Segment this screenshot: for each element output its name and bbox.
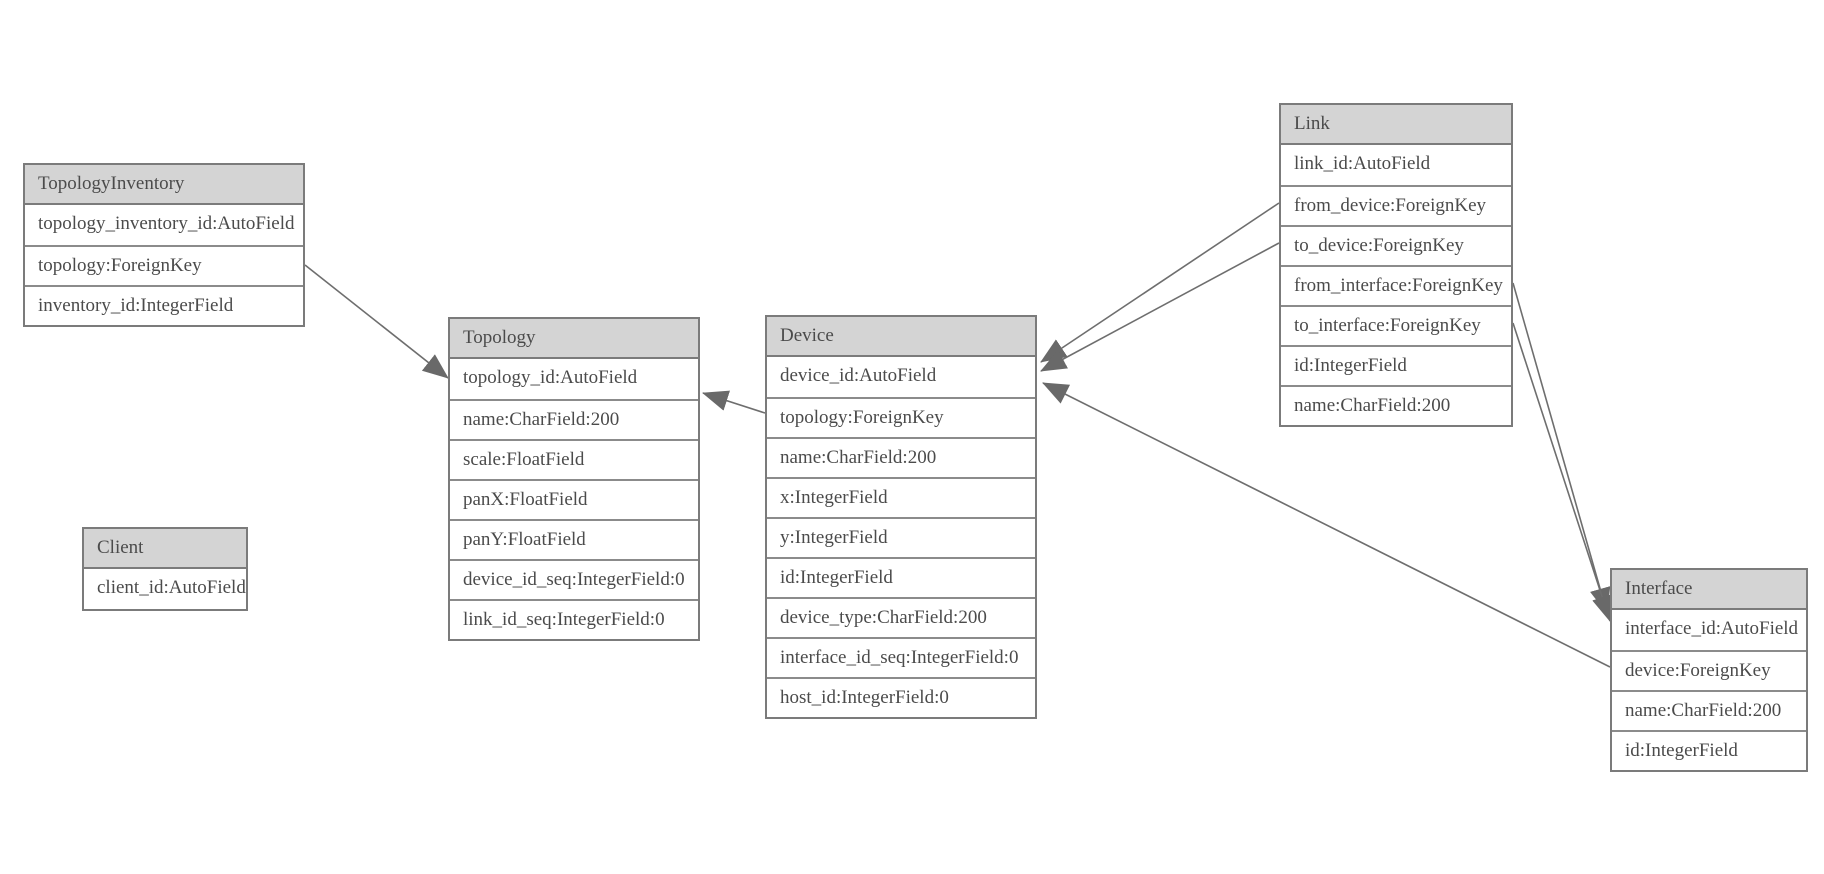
entity-link-title: Link	[1281, 105, 1511, 145]
entity-topology-field-5: device_id_seq:IntegerField:0	[450, 559, 698, 599]
entity-topology-inventory-title: TopologyInventory	[25, 165, 303, 205]
entity-device-field-7: interface_id_seq:IntegerField:0	[767, 637, 1035, 677]
entity-topology-field-0: topology_id:AutoField	[463, 367, 638, 388]
relation-topologyinventory-topology	[304, 264, 449, 379]
entity-link-field-0: link_id:AutoField	[1294, 153, 1431, 174]
relation-link-to-device-device	[1040, 242, 1280, 372]
entity-device-field-6: device_type:CharField:200	[767, 597, 1035, 637]
entity-client: Client client_id:AutoField	[82, 527, 248, 611]
entity-interface-field-3: id:IntegerField	[1612, 730, 1806, 770]
entity-topology-title: Topology	[450, 319, 698, 359]
entity-topology: Topology topology_id:AutoField name:CharFi…	[448, 317, 700, 641]
entity-device-field-1: topology:ForeignKey	[767, 397, 1035, 437]
entity-link-field-5: id:IntegerField	[1281, 345, 1511, 385]
relation-link-to-interface-interface	[1512, 322, 1613, 622]
relation-link-from-device-device	[1040, 202, 1280, 363]
entity-interface-field-0: interface_id:AutoField	[1625, 618, 1799, 639]
entity-topology-field-1: name:CharField:200	[450, 399, 698, 439]
entity-interface-title: Interface	[1612, 570, 1806, 610]
entity-link-field-4: to_interface:ForeignKey	[1281, 305, 1511, 345]
entity-topology-field-3: panX:FloatField	[450, 479, 698, 519]
entity-client-title: Client	[84, 529, 246, 569]
entity-link-field-2: to_device:ForeignKey	[1281, 225, 1511, 265]
entity-topology-inventory-field-1: topology:ForeignKey	[25, 245, 303, 285]
entity-device-field-5: id:IntegerField	[767, 557, 1035, 597]
entity-topology-inventory-field-2: inventory_id:IntegerField	[25, 285, 303, 325]
entity-interface-field-2: name:CharField:200	[1612, 690, 1806, 730]
entity-interface: Interface interface_id:AutoField device:Fo…	[1610, 568, 1808, 772]
entity-topology-inventory: TopologyInventory topology_inventory_id:A…	[23, 163, 305, 327]
entity-link-field-6: name:CharField:200	[1281, 385, 1511, 425]
entity-device-field-3: x:IntegerField	[767, 477, 1035, 517]
entity-link: Link link_id:AutoField from_device:Foreign…	[1279, 103, 1513, 427]
entity-topology-field-4: panY:FloatField	[450, 519, 698, 559]
entity-device-field-8: host_id:IntegerField:0	[767, 677, 1035, 717]
entity-device-title: Device	[767, 317, 1035, 357]
entity-device-field-0: device_id:AutoField	[780, 365, 937, 386]
entity-client-field-0: client_id:AutoField	[97, 577, 246, 598]
entity-topology-field-6: link_id_seq:IntegerField:0	[450, 599, 698, 639]
entity-topology-field-2: scale:FloatField	[450, 439, 698, 479]
entity-link-field-3: from_interface:ForeignKey	[1281, 265, 1511, 305]
entity-device: Device device_id:AutoField topology:Foreig…	[765, 315, 1037, 719]
entity-device-field-2: name:CharField:200	[767, 437, 1035, 477]
entity-topology-inventory-field-0: topology_inventory_id:AutoField	[38, 213, 295, 234]
relation-link-from-interface-interface	[1512, 282, 1611, 614]
entity-interface-field-1: device:ForeignKey	[1612, 650, 1806, 690]
entity-device-field-4: y:IntegerField	[767, 517, 1035, 557]
relation-device-topology	[702, 390, 766, 414]
entity-link-field-1: from_device:ForeignKey	[1281, 185, 1511, 225]
